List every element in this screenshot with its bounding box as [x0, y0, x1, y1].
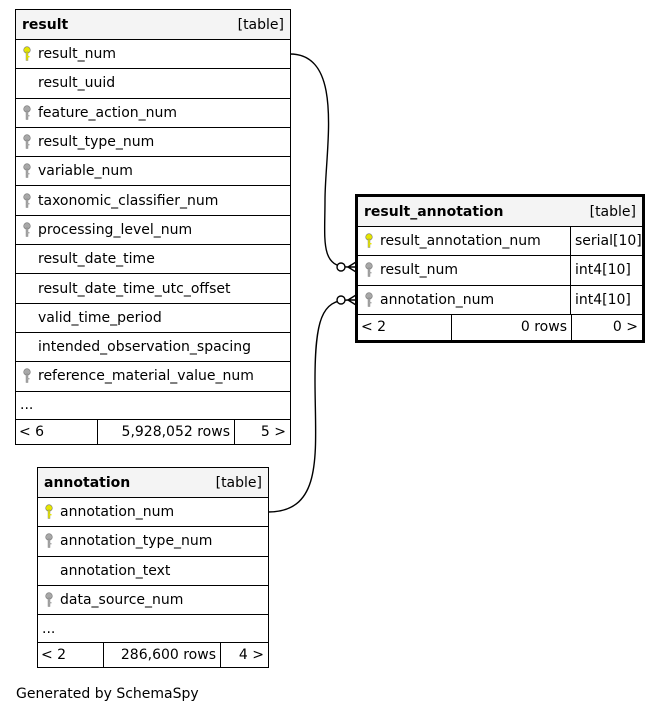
table-type: [table] [237, 16, 284, 33]
column-row[interactable]: result_type_num [16, 128, 290, 158]
column-type: int4[10] [570, 256, 642, 285]
primary-key-icon [38, 504, 60, 520]
column-name: intended_observation_spacing [38, 339, 252, 356]
column-row[interactable]: result_annotation_num serial[10] [358, 227, 642, 257]
column-row[interactable]: intended_observation_spacing [16, 333, 290, 363]
table-result-annotation[interactable]: result_annotation [table] result_annotat… [355, 194, 645, 343]
column-row[interactable]: result_num [16, 40, 290, 70]
table-footer: < 2 0 rows 0 > [358, 314, 642, 340]
column-row[interactable]: data_source_num [38, 586, 268, 616]
column-name: result_num [38, 46, 116, 63]
link-result-to-result-annotation [289, 53, 349, 268]
foreign-key-icon [16, 105, 38, 121]
link-result-crowfoot [347, 261, 357, 273]
column-name: annotation_num [60, 504, 175, 521]
row-count: 0 rows [452, 314, 572, 340]
column-row[interactable]: result_date_time_utc_offset [16, 274, 290, 304]
table-footer: < 6 5,928,052 rows 5 > [16, 419, 290, 444]
table-name: result [22, 16, 69, 33]
table-header: annotation [table] [38, 468, 268, 498]
foreign-key-icon [358, 262, 380, 278]
parents-count[interactable]: < 2 [358, 314, 452, 340]
foreign-key-icon [16, 163, 38, 179]
column-name: valid_time_period [38, 309, 162, 326]
column-name: feature_action_num [38, 104, 178, 121]
column-name: result_date_time_utc_offset [38, 280, 231, 297]
column-row[interactable]: result_num int4[10] [358, 256, 642, 286]
table-type: [table] [589, 203, 636, 220]
column-type: int4[10] [570, 285, 642, 314]
children-count[interactable]: 5 > [260, 423, 286, 440]
more-columns: ... [16, 392, 290, 420]
children-count[interactable]: 0 > [612, 319, 638, 336]
column-name: reference_material_value_num [38, 368, 254, 385]
link-annotation-to-result-annotation [267, 299, 349, 513]
column-name: annotation_text [60, 562, 171, 579]
row-count: 286,600 rows [104, 643, 221, 668]
table-header: result [table] [16, 10, 290, 40]
column-row[interactable]: taxonomic_classifier_num [16, 186, 290, 216]
foreign-key-icon [38, 592, 60, 608]
column-row[interactable]: variable_num [16, 157, 290, 187]
column-name: variable_num [38, 163, 133, 180]
column-row[interactable]: feature_action_num [16, 99, 290, 128]
column-row[interactable]: annotation_text [38, 557, 268, 586]
column-row[interactable]: annotation_num [38, 498, 268, 528]
primary-key-icon [358, 233, 380, 249]
column-row[interactable]: processing_level_num [16, 216, 290, 246]
column-name: result_annotation_num [380, 233, 541, 250]
generated-by-label: Generated by SchemaSpy [16, 686, 199, 702]
column-row[interactable]: result_date_time [16, 245, 290, 275]
table-name: result_annotation [364, 203, 504, 220]
column-name: result_date_time [38, 251, 155, 268]
foreign-key-icon [38, 533, 60, 549]
table-footer: < 2 286,600 rows 4 > [38, 643, 268, 668]
column-row[interactable]: reference_material_value_num [16, 362, 290, 392]
parents-count[interactable]: < 2 [38, 643, 104, 668]
children-count[interactable]: 4 > [238, 647, 264, 664]
link-annotation-crowfoot [347, 294, 357, 306]
column-row[interactable]: annotation_num int4[10] [358, 285, 642, 315]
column-name: taxonomic_classifier_num [38, 192, 219, 209]
parents-count[interactable]: < 6 [16, 419, 98, 444]
column-name: processing_level_num [38, 221, 193, 238]
table-name: annotation [44, 474, 131, 491]
primary-key-icon [16, 46, 38, 62]
more-columns: ... [38, 615, 268, 644]
column-row[interactable]: result_uuid [16, 69, 290, 99]
column-name: annotation_num [380, 291, 495, 308]
column-name: result_type_num [38, 134, 155, 151]
column-name: data_source_num [60, 592, 184, 609]
column-name: result_num [380, 262, 458, 279]
foreign-key-icon [16, 193, 38, 209]
table-header: result_annotation [table] [358, 197, 642, 227]
foreign-key-icon [16, 368, 38, 384]
row-count: 5,928,052 rows [98, 419, 235, 444]
table-type: [table] [215, 474, 262, 491]
column-row[interactable]: annotation_type_num [38, 527, 268, 557]
column-type: serial[10] [570, 227, 642, 256]
foreign-key-icon [16, 134, 38, 150]
link-annotation-optional-marker [336, 295, 346, 305]
link-result-optional-marker [336, 262, 346, 272]
foreign-key-icon [358, 292, 380, 308]
column-row[interactable]: valid_time_period [16, 304, 290, 333]
column-name: result_uuid [38, 75, 116, 92]
foreign-key-icon [16, 222, 38, 238]
column-name: annotation_type_num [60, 533, 213, 550]
